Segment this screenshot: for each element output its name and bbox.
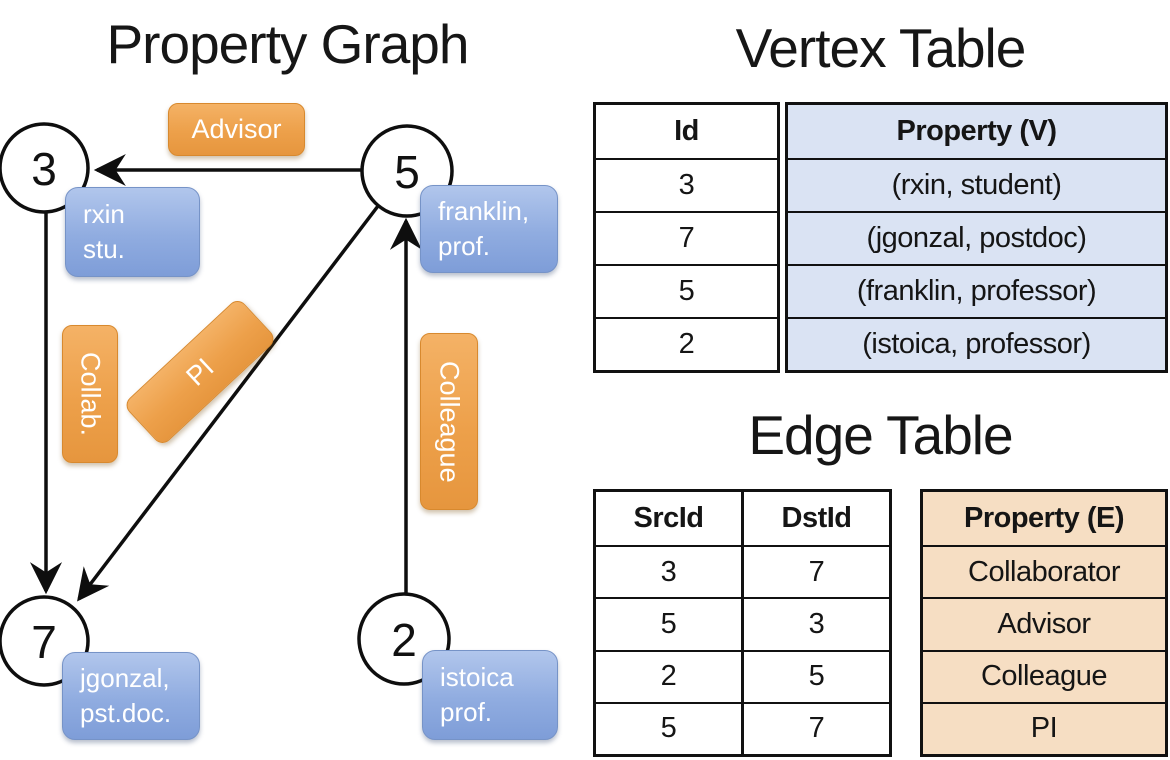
edge-table-srcdst-columns: SrcId 3 5 2 5 DstId 7 3 5 7 bbox=[593, 489, 892, 757]
table-header-srcid: SrcId bbox=[633, 502, 704, 534]
table-cell: 7 bbox=[596, 211, 777, 264]
edge-table-title: Edge Table bbox=[748, 404, 1013, 466]
table-cell: Collaborator bbox=[923, 545, 1165, 598]
table-cell: (jgonzal, postdoc) bbox=[788, 211, 1165, 264]
node-prop-line: prof. bbox=[440, 697, 493, 727]
vertex-table-id-column: Id 3 7 5 2 bbox=[593, 102, 780, 373]
table-cell: 3 bbox=[596, 158, 777, 211]
table-cell: 5 bbox=[596, 264, 777, 317]
table-cell: Colleague bbox=[923, 649, 1165, 702]
vertex-table-property-column: Property (V) (rxin, student) (jgonzal, p… bbox=[785, 102, 1168, 373]
node-circle-3 bbox=[0, 122, 90, 214]
node-prop-line: franklin, bbox=[438, 196, 530, 226]
table-header-property-e: Property (E) bbox=[923, 492, 1165, 545]
node-prop-line: stu. bbox=[83, 234, 125, 264]
table-cell: 5 bbox=[744, 649, 889, 702]
table-cell: 5 bbox=[596, 701, 741, 754]
edge-table-dst-column: DstId 7 3 5 7 bbox=[741, 489, 892, 757]
node-prop-line: pst.doc. bbox=[80, 698, 172, 728]
vertex-table-title: Vertex Table bbox=[735, 17, 1027, 79]
edge-label-advisor: Advisor bbox=[168, 103, 305, 156]
table-cell: (franklin, professor) bbox=[788, 264, 1165, 317]
node-prop-line: jgonzal, bbox=[80, 663, 170, 693]
table-cell: 7 bbox=[744, 545, 889, 597]
table-header-property-v: Property (V) bbox=[788, 105, 1165, 158]
table-cell: 3 bbox=[596, 545, 741, 597]
table-cell: (istoica, professor) bbox=[788, 317, 1165, 370]
node-prop-line: rxin bbox=[83, 199, 125, 229]
node-label-2: 2 bbox=[391, 614, 417, 666]
table-cell: PI bbox=[923, 701, 1165, 754]
node-prop-box-5: franklin, prof. bbox=[420, 185, 558, 273]
edge-pi-5-to-7 bbox=[77, 204, 380, 602]
edge-label-colleague: Colleague bbox=[420, 333, 478, 510]
table-cell: 2 bbox=[596, 317, 777, 370]
edge-table-property-column: Property (E) Collaborator Advisor Collea… bbox=[920, 489, 1168, 757]
property-graph-title: Property Graph bbox=[106, 13, 469, 75]
node-label-3: 3 bbox=[31, 143, 57, 195]
node-prop-line: prof. bbox=[438, 231, 491, 261]
node-label-5: 5 bbox=[394, 146, 420, 198]
node-label-7: 7 bbox=[31, 616, 57, 668]
node-prop-box-2: istoica prof. bbox=[422, 650, 558, 740]
table-cell: Advisor bbox=[923, 597, 1165, 650]
table-cell: 2 bbox=[596, 649, 741, 702]
node-prop-box-3: rxin stu. bbox=[65, 187, 200, 277]
edge-label-collab: Collab. bbox=[62, 325, 118, 463]
node-prop-line: istoica bbox=[440, 662, 514, 692]
table-cell: (rxin, student) bbox=[788, 158, 1165, 211]
node-prop-box-7: jgonzal, pst.doc. bbox=[62, 652, 200, 740]
table-header-dstid: DstId bbox=[781, 502, 853, 534]
edge-table-src-column: SrcId 3 5 2 5 bbox=[593, 489, 744, 757]
table-cell: 7 bbox=[744, 701, 889, 754]
table-cell: 5 bbox=[596, 597, 741, 649]
table-header-id: Id bbox=[674, 115, 699, 147]
table-cell: 3 bbox=[744, 597, 889, 649]
